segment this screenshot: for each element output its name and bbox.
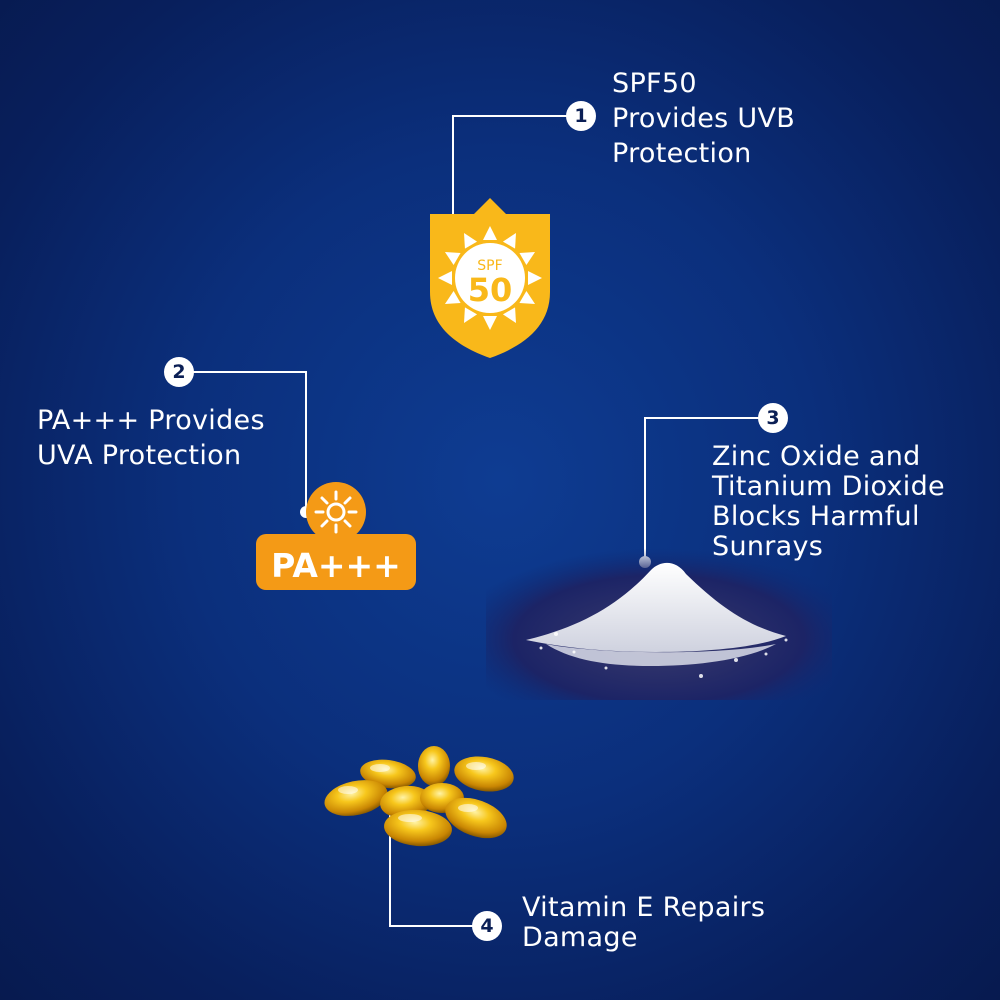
feature-label-zinc: Zinc Oxide and Titanium Dioxide Blocks H…: [712, 442, 945, 562]
feature-label-zinc-line-3: Blocks Harmful: [712, 501, 920, 532]
number-badge-4: 4: [472, 911, 502, 941]
connector-2: [179, 371, 307, 512]
vitamin-e-capsules-image: [324, 746, 514, 847]
number-badge-2: 2: [164, 357, 194, 387]
feature-label-spf-line-2: Provides UVB: [612, 103, 796, 134]
spf-icon-value: 50: [468, 271, 513, 309]
feature-label-vitamin-line-2: Damage: [522, 922, 638, 953]
feature-label-zinc-line-2: Titanium Dioxide: [712, 471, 945, 502]
number-badge-1: 1: [566, 101, 596, 131]
pa-icon-label: PA+++: [271, 546, 401, 585]
feature-label-spf-line-1: SPF50: [612, 68, 697, 99]
connector-4: [389, 800, 487, 927]
powder-pile-image: [486, 548, 832, 700]
spf-icon-label: SPF: [477, 258, 502, 274]
number-badge-3: 3: [758, 403, 788, 433]
spf50-shield-icon: SPF 50: [430, 198, 550, 358]
feature-label-pa-line-2: UVA Protection: [37, 440, 242, 471]
feature-label-vitamin-line-1: Vitamin E Repairs: [522, 892, 766, 923]
feature-label-spf: SPF50 Provides UVB Protection: [612, 66, 795, 171]
feature-label-zinc-line-4: Sunrays: [712, 531, 824, 562]
connector-1: [452, 115, 580, 258]
feature-label-pa: PA+++ Provides UVA Protection: [37, 403, 265, 473]
feature-label-vitamin: Vitamin E Repairs Damage: [522, 893, 765, 953]
connector-3: [644, 417, 772, 562]
pa-sun-badge-icon: PA+++: [256, 482, 416, 590]
feature-label-zinc-line-1: Zinc Oxide and: [712, 441, 921, 472]
feature-label-spf-line-3: Protection: [612, 138, 752, 169]
feature-label-pa-line-1: PA+++ Provides: [37, 405, 265, 436]
